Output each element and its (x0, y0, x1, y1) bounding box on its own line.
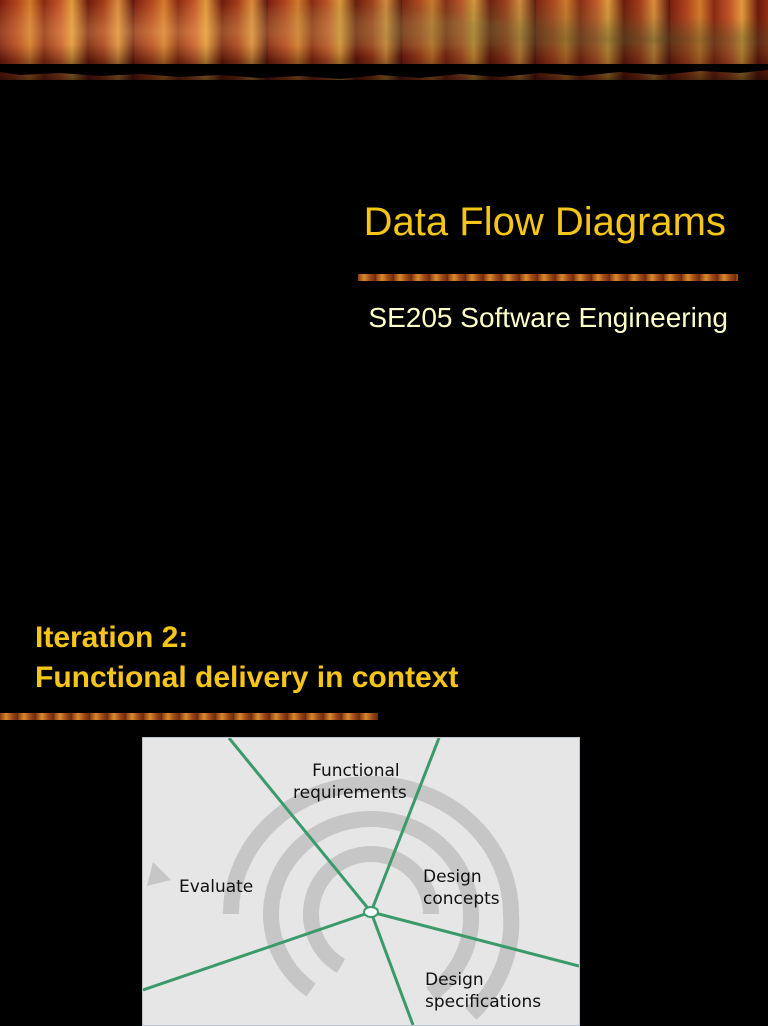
slide-subtitle: SE205 Software Engineering (368, 302, 728, 333)
section-heading-line-1: Iteration 2: (35, 621, 189, 654)
center-node (363, 906, 379, 918)
quadrant-line (369, 911, 415, 1025)
label-line: concepts (423, 889, 500, 909)
label-line: Design (425, 970, 484, 990)
title-divider (358, 274, 738, 281)
label-line: specifications (425, 992, 542, 1012)
spiral-arcs (223, 776, 520, 1020)
banner-torn-edge (0, 64, 768, 79)
quadrant-line (227, 738, 373, 913)
quadrant-lines (143, 738, 579, 1025)
quadrant-line (369, 738, 441, 913)
label-design-concepts: Design concepts (423, 866, 500, 910)
slide-title: Data Flow Diagrams (363, 200, 726, 244)
label-line: Design (423, 867, 482, 887)
spiral-model-figure: Functional requirements Evaluate Design … (142, 737, 580, 1026)
spiral-arrow-icon (147, 862, 171, 886)
label-functional-requirements: Functional requirements (293, 760, 407, 804)
section-heading: Iteration 2: Functional delivery in cont… (35, 618, 458, 698)
quadrant-line (143, 910, 372, 992)
section-heading-line-2: Functional delivery in context (35, 661, 459, 694)
label-line: requirements (293, 783, 407, 803)
label-design-specifications: Design specifications (425, 969, 541, 1013)
section-divider (0, 713, 378, 720)
quadrant-line (370, 910, 579, 968)
label-line: Functional (312, 761, 400, 781)
spiral-diagram (143, 738, 579, 1025)
label-evaluate: Evaluate (179, 877, 254, 897)
